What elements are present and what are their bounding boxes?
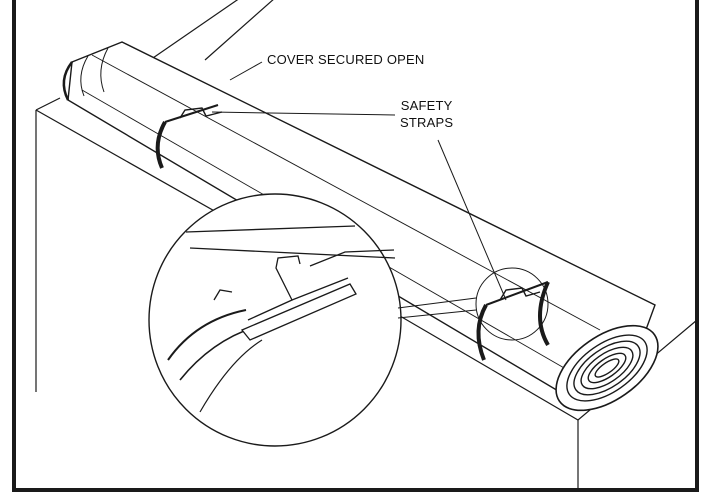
label-cover-secured-open: COVER SECURED OPEN: [267, 52, 425, 67]
safety-strap-far: [155, 104, 223, 169]
detail-connectors: [397, 297, 477, 319]
rolled-cover: [62, 41, 659, 412]
leader-strap-far: [211, 111, 396, 116]
leader-lines: [211, 61, 507, 301]
label-safety-line1: SAFETY: [400, 98, 453, 113]
safety-strap-near: [475, 267, 550, 361]
leader-cover-secured: [229, 61, 263, 81]
detail-callout-circle-small: [475, 267, 549, 341]
label-safety-straps: SAFETY STRAPS: [400, 97, 453, 131]
magnified-detail: [148, 193, 402, 447]
label-safety-line2: STRAPS: [400, 115, 454, 130]
leader-strap-near: [437, 139, 507, 301]
cover-end-coil: [555, 324, 659, 412]
